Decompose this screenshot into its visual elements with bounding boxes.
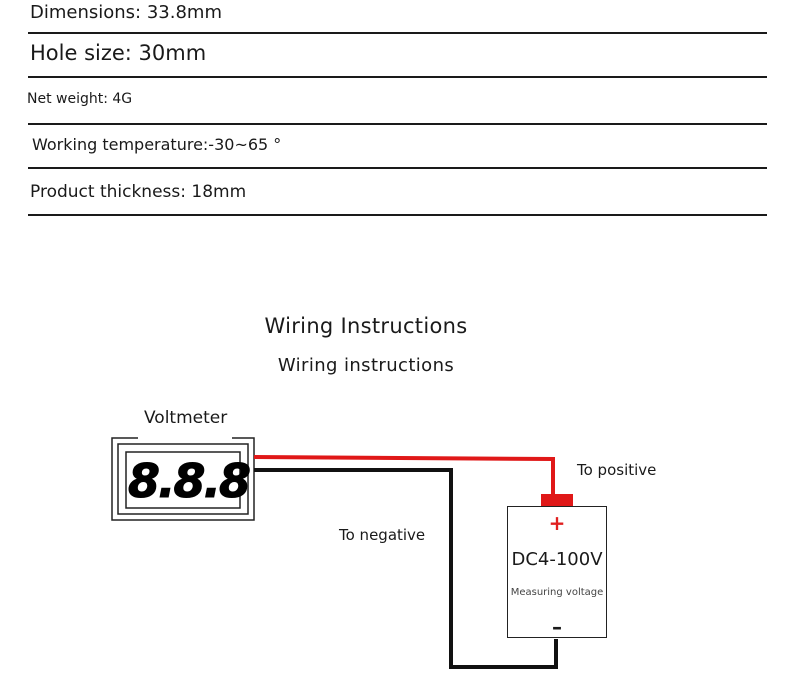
spec-hole-size-text: Hole size: 30mm xyxy=(30,41,207,65)
to-negative-label: To negative xyxy=(339,526,426,544)
voltmeter-digits: 8.8.8 xyxy=(128,454,252,509)
voltmeter xyxy=(111,436,255,521)
positive-wire xyxy=(253,455,555,494)
wiring-title: Wiring Instructions xyxy=(264,314,468,338)
spec-net-weight-text: Net weight: 4G xyxy=(27,91,133,107)
voltage-source-box: + DC4-100V Measuring voltage – xyxy=(507,506,607,639)
negative-wire xyxy=(254,468,558,669)
spec-working-temperature-text: Working temperature:-30~65 ° xyxy=(32,135,282,154)
spec-row-hole-size: Hole size: 30mm xyxy=(28,34,767,78)
positive-terminal xyxy=(541,494,573,506)
spec-dimensions-text: Dimensions: 33.8mm xyxy=(30,2,222,23)
wiring-subtitle: Wiring instructions xyxy=(277,355,455,376)
to-positive-label: To positive xyxy=(577,461,657,479)
spec-row-working-temperature: Working temperature:-30~65 ° xyxy=(28,125,767,169)
spec-row-net-weight: Net weight: 4G xyxy=(27,78,767,125)
plus-sign: + xyxy=(548,511,566,535)
spec-row-dimensions: Dimensions: 33.8mm xyxy=(28,0,767,34)
spec-product-thickness-text: Product thickness: 18mm xyxy=(30,182,247,202)
voltage-range-label: DC4-100V xyxy=(511,549,603,570)
voltmeter-display-window xyxy=(125,451,241,509)
voltmeter-label: Voltmeter xyxy=(144,408,228,428)
voltmeter-inner-frame xyxy=(117,443,249,515)
spec-row-product-thickness: Product thickness: 18mm xyxy=(28,169,767,216)
measuring-voltage-caption: Measuring voltage xyxy=(510,587,604,598)
minus-sign: – xyxy=(552,615,562,639)
